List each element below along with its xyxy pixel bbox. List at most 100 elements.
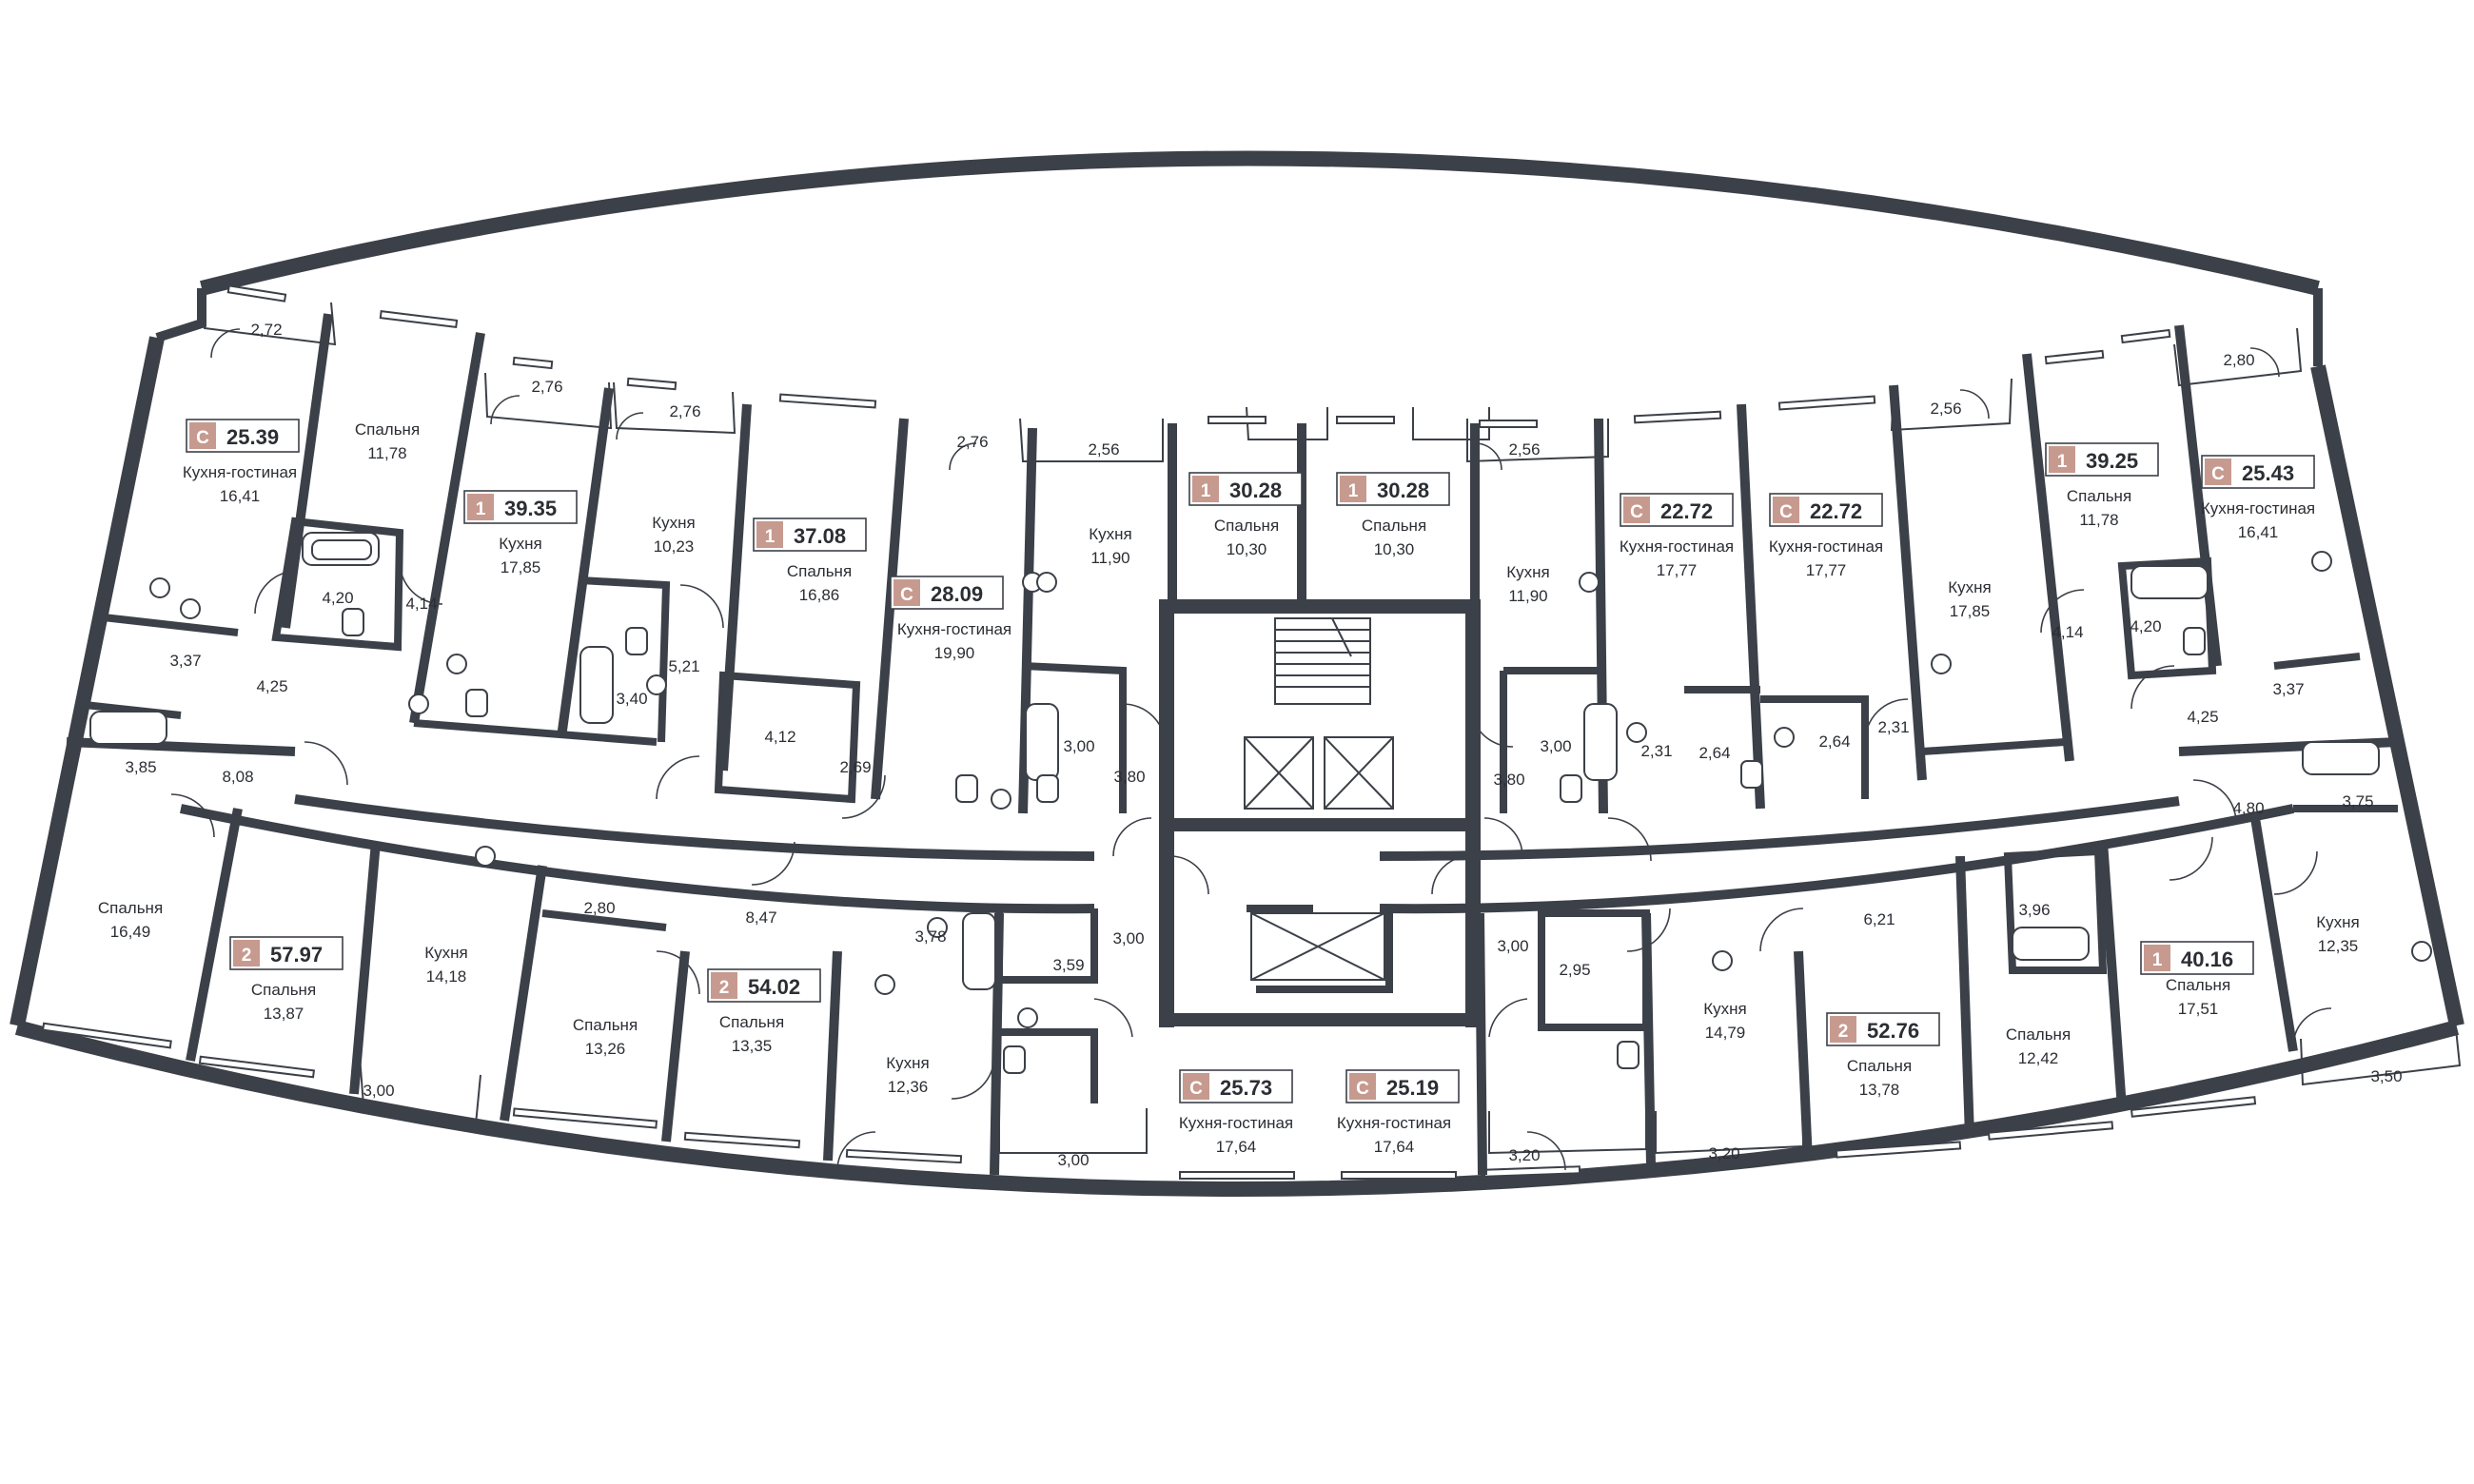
svg-text:57.97: 57.97 — [270, 943, 323, 967]
dimension-label: 3,00 — [1540, 737, 1571, 755]
dimension-label: 3,50 — [2370, 1067, 2402, 1085]
stove-icon — [475, 846, 496, 867]
dimension-label: 2,95 — [1559, 961, 1590, 979]
toilet-icon — [955, 774, 978, 803]
dimension-label: 3,80 — [1113, 768, 1145, 786]
svg-text:17,77: 17,77 — [1806, 561, 1847, 579]
apartment-badge[interactable]: С 25.39 Кухня-гостиная 16,41 — [183, 419, 300, 505]
svg-text:54.02: 54.02 — [748, 975, 800, 999]
apartment-badge[interactable]: 1 30.28 Спальня 10,30 — [1336, 472, 1450, 558]
dimension-label: 3,00 — [1497, 937, 1528, 955]
stove-icon — [1712, 950, 1733, 971]
apartment-badge[interactable]: 1 39.35 Кухня 17,85 — [463, 490, 578, 576]
svg-text:30.28: 30.28 — [1229, 478, 1282, 502]
dimension-label: 4,14 — [405, 595, 437, 613]
sink-icon — [927, 917, 948, 938]
toilet-icon — [625, 627, 648, 655]
toilet-icon — [1036, 774, 1059, 803]
svg-text:10,23: 10,23 — [654, 537, 695, 556]
core — [1159, 599, 1481, 1027]
apartment-badge[interactable]: 1 40.16 Спальня 17,51 — [2140, 941, 2254, 1018]
svg-text:1: 1 — [2057, 452, 2068, 472]
svg-text:Кухня: Кухня — [499, 535, 542, 553]
bathtub-icon — [2012, 927, 2090, 961]
svg-text:С: С — [1630, 502, 1643, 522]
svg-text:Спальня: Спальня — [2166, 976, 2230, 994]
svg-text:16,86: 16,86 — [799, 586, 840, 604]
svg-text:Кухня-гостиная: Кухня-гостиная — [183, 463, 297, 481]
dimension-label: 2,80 — [2223, 351, 2254, 369]
apartment-badge[interactable]: 1 30.28 Спальня 10,30 — [1188, 472, 1303, 558]
apartment-badge[interactable]: С 22.72 Кухня-гостиная 17,77 — [1769, 493, 1883, 579]
stove-icon — [1579, 572, 1600, 593]
svg-text:52.76: 52.76 — [1867, 1019, 1919, 1043]
apartment-badge[interactable]: С 25.43 Кухня-гостиная 16,41 — [2201, 455, 2315, 541]
stove-icon — [1931, 654, 1952, 674]
svg-text:11,90: 11,90 — [1090, 549, 1129, 567]
stove-icon — [149, 577, 170, 598]
bathtub-icon — [2302, 741, 2380, 775]
svg-text:Кухня: Кухня — [886, 1054, 930, 1072]
svg-text:11,78: 11,78 — [367, 444, 406, 462]
dimension-label: 2,76 — [956, 433, 988, 451]
sink-icon — [408, 693, 429, 714]
bathtub-icon — [1025, 703, 1059, 781]
svg-text:Кухня: Кухня — [424, 944, 468, 962]
svg-text:1: 1 — [476, 499, 486, 519]
fixtures — [89, 532, 2432, 1074]
dimension-label: 3,20 — [1508, 1146, 1540, 1164]
toilet-icon — [1617, 1041, 1640, 1069]
stove-icon — [1036, 572, 1057, 593]
svg-text:1: 1 — [1201, 481, 1211, 501]
svg-text:С: С — [196, 428, 209, 448]
apartment-badges[interactable]: С 25.39 Кухня-гостиная 16,41 1 39.35 Кух… — [183, 419, 2315, 1156]
svg-text:22.72: 22.72 — [1660, 499, 1713, 523]
dimension-label: 2,56 — [1088, 440, 1119, 459]
top-balconies — [201, 287, 2303, 463]
svg-text:16,41: 16,41 — [2238, 523, 2279, 541]
dimension-label: 3,20 — [1708, 1144, 1739, 1162]
svg-text:39.25: 39.25 — [2086, 449, 2138, 473]
svg-text:2: 2 — [242, 946, 252, 966]
svg-text:Спальня: Спальня — [355, 420, 420, 439]
apartment-badge[interactable]: С 28.09 Кухня-гостиная 19,90 — [890, 576, 1011, 662]
apartment-badge[interactable]: 1 39.25 Спальня 11,78 — [2045, 442, 2159, 529]
apartment-badge[interactable]: С 25.73 Кухня-гостиная 17,64 — [1179, 1069, 1293, 1156]
svg-text:25.73: 25.73 — [1220, 1076, 1272, 1100]
dimension-label: 3,78 — [914, 928, 946, 946]
bathtub-icon — [1583, 703, 1618, 781]
apartment-badge[interactable]: С 22.72 Кухня-гостиная 17,77 — [1620, 493, 1734, 579]
apartment-badge[interactable]: 1 37.08 Спальня 16,86 — [753, 517, 867, 604]
toilet-icon — [465, 689, 488, 717]
svg-text:Кухня-гостиная: Кухня-гостиная — [1179, 1114, 1293, 1132]
dimension-label: 3,00 — [363, 1082, 394, 1100]
apartment-badge[interactable]: С 25.19 Кухня-гостиная 17,64 — [1337, 1069, 1460, 1156]
apartment-badge[interactable]: 2 57.97 Спальня 13,87 — [229, 936, 344, 1023]
svg-text:С: С — [1189, 1079, 1203, 1099]
dimension-label: 3,80 — [1493, 771, 1524, 789]
svg-text:17,85: 17,85 — [1950, 602, 1991, 620]
svg-text:10,30: 10,30 — [1227, 540, 1267, 558]
svg-text:13,87: 13,87 — [264, 1005, 304, 1023]
toilet-icon — [342, 608, 364, 636]
stove-icon — [874, 974, 895, 995]
svg-text:Кухня-гостиная: Кухня-гостиная — [1620, 537, 1734, 556]
stairs-icon — [1274, 617, 1371, 705]
dimension-label: 4,12 — [764, 728, 795, 746]
dimension-label: 4,80 — [2232, 799, 2264, 817]
stove-icon — [2311, 551, 2332, 572]
apartment-badge[interactable]: 2 54.02 Спальня 13,35 — [707, 968, 821, 1055]
dimension-label: 3,00 — [1063, 737, 1094, 755]
dimension-label: 2,80 — [583, 899, 615, 917]
dimension-label: 4,25 — [256, 677, 287, 695]
dimension-label: 8,08 — [222, 768, 253, 786]
svg-text:17,64: 17,64 — [1216, 1138, 1257, 1156]
apartment-badge[interactable]: 2 52.76 Спальня 13,78 — [1826, 1012, 1940, 1099]
